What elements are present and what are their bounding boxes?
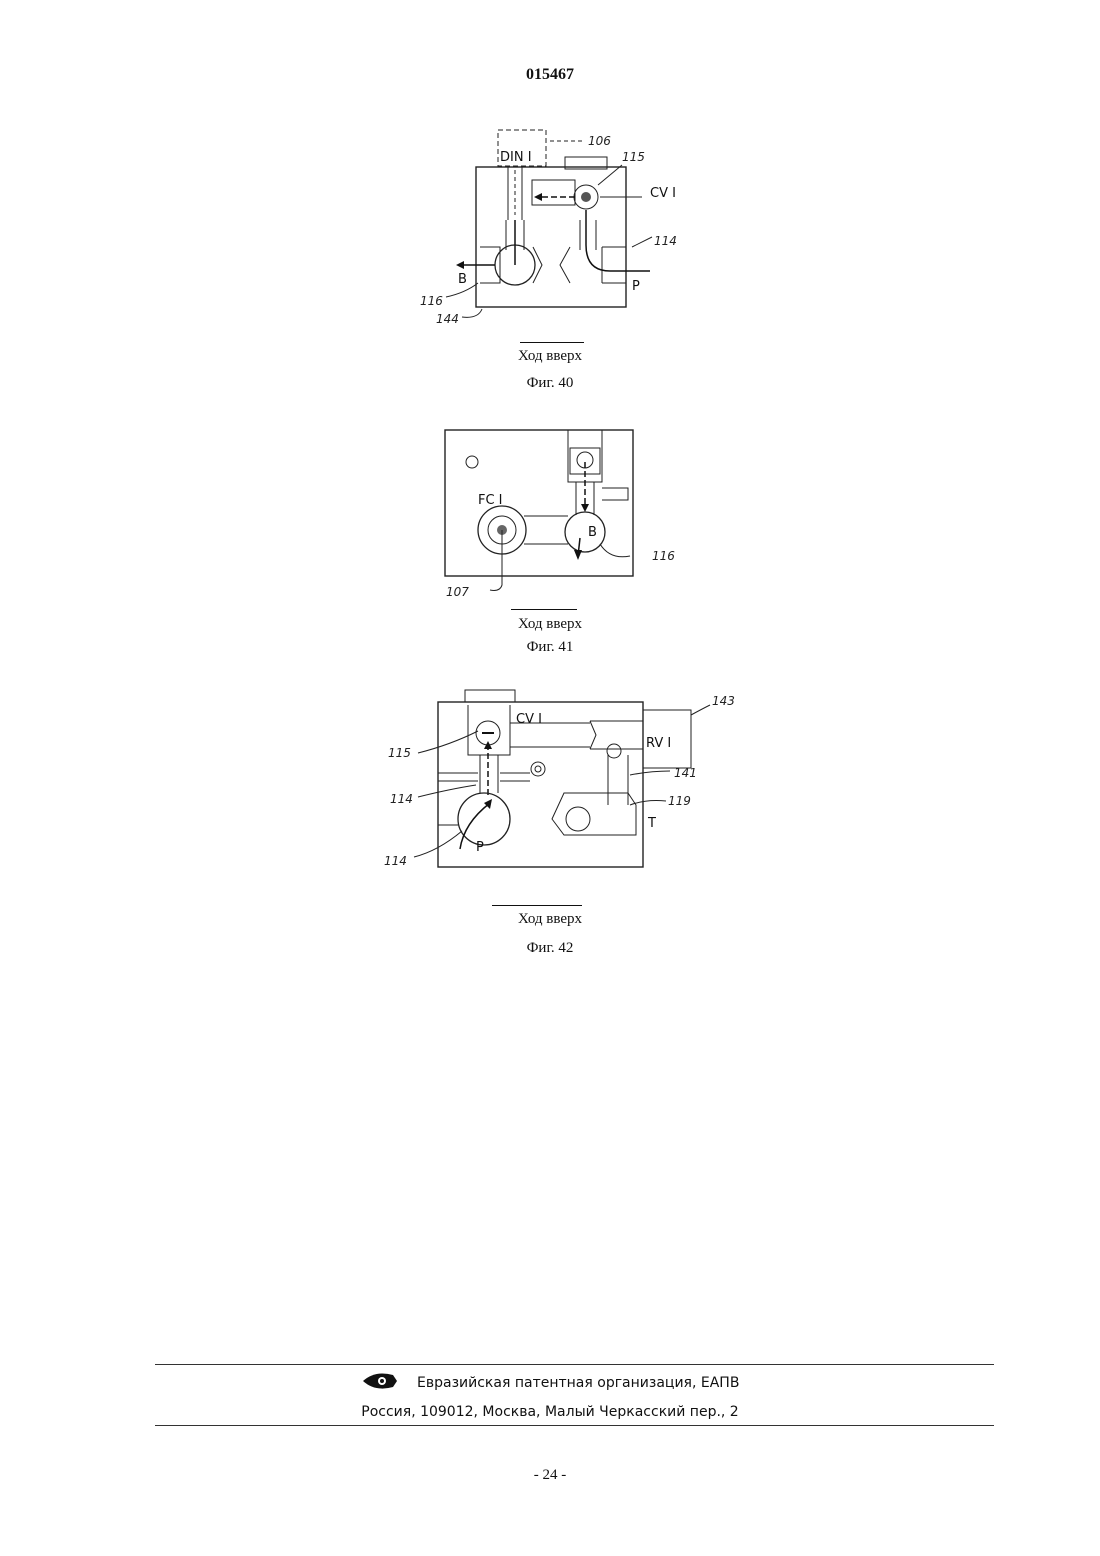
- figure-41-label: Фиг. 41: [0, 639, 1100, 656]
- ref-114: 114: [390, 792, 413, 806]
- page-number: - 24 -: [0, 1467, 1100, 1484]
- ref-119: 119: [668, 794, 691, 808]
- ref-116: 116: [420, 294, 443, 308]
- footer-top-rule: [155, 1364, 994, 1365]
- label-din1: DIN I: [500, 150, 532, 165]
- figure-41-caption-rule: [511, 609, 577, 610]
- ref-114: 114: [654, 234, 677, 248]
- mounting-hole: [466, 456, 478, 468]
- ref-114-lower: 114: [384, 854, 407, 868]
- port-b-bore: [565, 512, 605, 552]
- ref-144: 144: [436, 312, 459, 326]
- figure-41-drawing: FC I B 116 107: [440, 420, 690, 600]
- footer-address: Россия, 109012, Москва, Малый Черкасский…: [0, 1404, 1100, 1420]
- document-number: 015467: [0, 66, 1100, 84]
- label-port-p: P: [632, 279, 640, 294]
- figure-42-label: Фиг. 42: [0, 940, 1100, 957]
- ref-115: 115: [388, 746, 411, 760]
- tank-port-bore: [566, 807, 590, 831]
- label-port-t: T: [647, 816, 656, 831]
- figure-41-caption: Ход вверх: [0, 616, 1100, 633]
- footer-org-line: Евразийская патентная организация, ЕАПВ: [0, 1372, 1100, 1394]
- label-port-b: B: [458, 272, 467, 287]
- ref-116: 116: [652, 549, 675, 563]
- valve-body: [476, 167, 626, 307]
- ref-107: 107: [446, 585, 469, 599]
- label-cv1: CV I: [516, 712, 542, 727]
- figure-40-caption: Ход вверх: [0, 348, 1100, 365]
- ref-141: 141: [674, 766, 697, 780]
- label-cv1: CV I: [650, 186, 676, 201]
- figure-42-caption-rule: [492, 905, 582, 906]
- figure-42-drawing: CV I RV I P T 143 115 141 114 119 114: [380, 685, 750, 885]
- ref-115: 115: [622, 150, 645, 164]
- ref-143: 143: [712, 694, 735, 708]
- label-port-p: P: [476, 840, 484, 855]
- port-p-bore: [458, 793, 510, 845]
- top-cap: [465, 690, 515, 702]
- figure-40-label: Фиг. 40: [0, 375, 1100, 392]
- eapo-logo-icon: [361, 1372, 399, 1394]
- label-fc1: FC I: [478, 493, 503, 508]
- label-rv1: RV I: [646, 736, 671, 751]
- figure-42-caption: Ход вверх: [0, 911, 1100, 928]
- figure-40-caption-rule: [520, 342, 584, 343]
- footer-bottom-rule: [155, 1425, 994, 1426]
- label-port-b: B: [588, 525, 597, 540]
- ref-106: 106: [588, 134, 611, 148]
- valve-body: [445, 430, 633, 576]
- footer-org-name: Евразийская патентная организация, ЕАПВ: [417, 1375, 739, 1391]
- figure-40-drawing: DIN I CV I B P 106 115 114 116 144: [410, 125, 690, 335]
